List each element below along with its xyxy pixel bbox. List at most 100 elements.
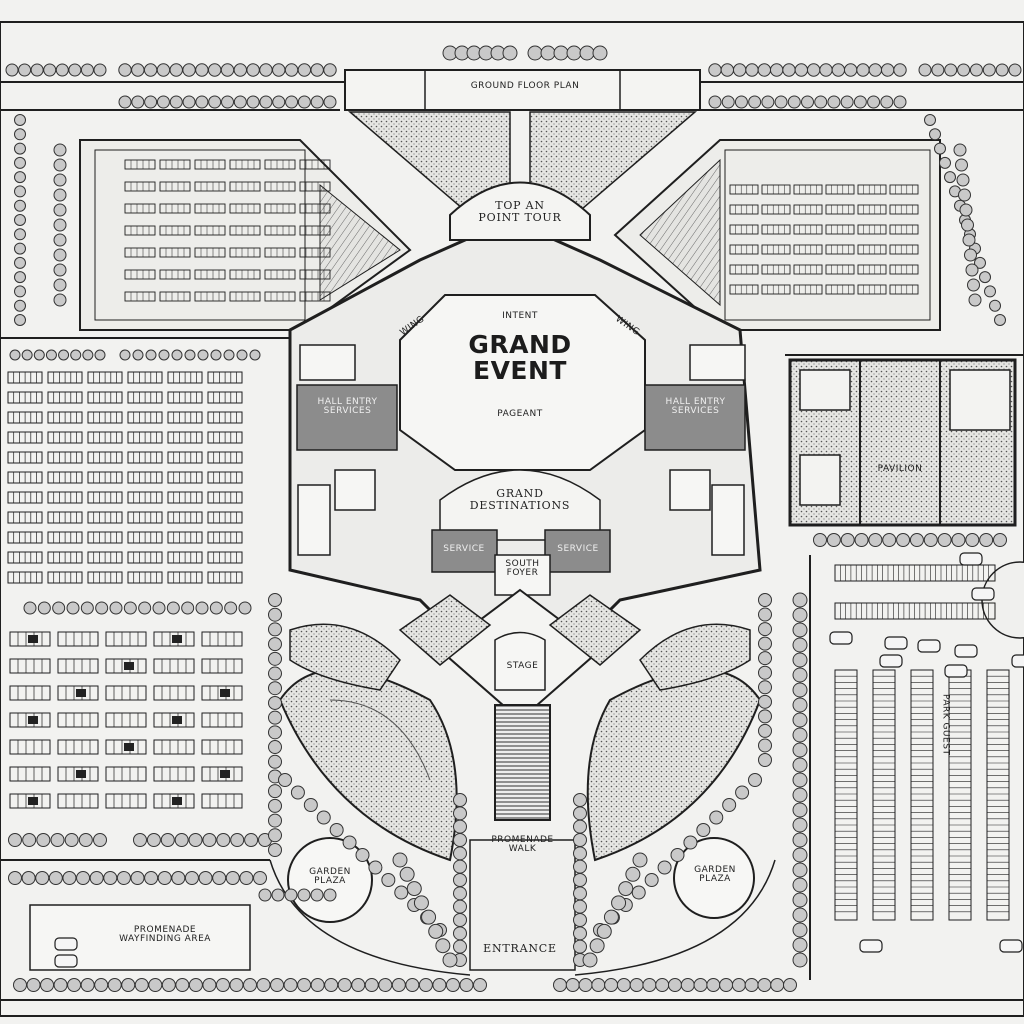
- seating-row: [299, 225, 331, 236]
- tree: [502, 45, 518, 61]
- tree: [792, 937, 808, 953]
- tree: [310, 978, 325, 992]
- tree: [709, 810, 724, 825]
- tree: [758, 723, 772, 738]
- tree: [76, 871, 91, 885]
- parking-stall-block: [201, 766, 243, 782]
- tree: [792, 952, 808, 968]
- parking-stall-block: [87, 531, 123, 544]
- tree: [758, 665, 772, 680]
- tree: [52, 601, 66, 615]
- tree: [37, 601, 51, 615]
- parking-stall-block: [7, 371, 43, 384]
- tree: [453, 913, 467, 927]
- tree: [195, 63, 209, 77]
- tree: [14, 142, 26, 155]
- tree: [994, 314, 1006, 326]
- seating-row: [793, 224, 823, 235]
- tree: [453, 806, 467, 821]
- tree: [284, 888, 298, 902]
- tree: [592, 45, 608, 61]
- tree: [573, 939, 587, 954]
- tree: [918, 63, 932, 77]
- tree: [618, 881, 634, 897]
- tree: [50, 833, 65, 847]
- tree: [840, 95, 854, 109]
- parking-stall-block: [87, 471, 123, 484]
- tree: [453, 859, 467, 874]
- parking-stall-block: [87, 431, 123, 444]
- tree: [748, 95, 762, 109]
- parking-stall-column: [872, 669, 896, 921]
- tree: [148, 978, 163, 992]
- tree: [171, 349, 183, 361]
- tree: [801, 95, 814, 109]
- parking-stall-block: [9, 685, 51, 701]
- tree: [244, 833, 259, 847]
- seating-row: [299, 181, 331, 192]
- tree: [224, 601, 238, 615]
- tree: [103, 871, 118, 885]
- parking-stall-block: [87, 551, 123, 564]
- parked-car: [1011, 654, 1024, 668]
- tree: [399, 866, 415, 882]
- tree: [955, 158, 968, 172]
- tree: [268, 813, 282, 828]
- parking-stall-block: [87, 411, 123, 424]
- tree: [268, 622, 282, 637]
- tree: [993, 533, 1007, 547]
- tree: [792, 772, 808, 788]
- seating-row: [729, 244, 759, 255]
- tree: [792, 757, 808, 773]
- tree: [14, 199, 26, 212]
- seating-row: [299, 269, 331, 280]
- tree: [258, 888, 272, 902]
- tree: [118, 63, 132, 77]
- tree: [166, 601, 180, 615]
- parking-stall-block: [167, 391, 203, 404]
- parking-stall-block: [105, 739, 147, 755]
- tree: [792, 622, 808, 638]
- tree: [290, 785, 305, 800]
- tree: [573, 806, 587, 821]
- tree: [22, 833, 37, 847]
- seating-row: [761, 244, 791, 255]
- tree: [246, 95, 260, 109]
- tree: [169, 95, 183, 109]
- parking-stall-block: [7, 451, 43, 464]
- tree: [329, 823, 344, 837]
- tree: [197, 349, 209, 361]
- tree: [984, 285, 996, 298]
- tree: [958, 188, 971, 202]
- tree: [381, 873, 396, 887]
- tree: [735, 785, 750, 800]
- tree: [758, 593, 772, 607]
- seating-row: [825, 264, 855, 275]
- parked-car: [859, 939, 883, 953]
- parking-stall-block: [127, 511, 163, 524]
- parking-stall-block: [9, 658, 51, 674]
- parking-stall-block: [127, 411, 163, 424]
- tree: [792, 922, 808, 938]
- tree: [297, 978, 312, 992]
- tree: [45, 349, 57, 361]
- seating-row: [729, 224, 759, 235]
- tree: [964, 248, 977, 262]
- parking-stall-block: [7, 411, 43, 424]
- parking-stall-block: [127, 451, 163, 464]
- tree: [303, 798, 318, 812]
- tree: [230, 833, 245, 847]
- tree: [53, 158, 67, 172]
- tree: [156, 95, 170, 109]
- parked-car: [124, 743, 134, 751]
- seating-row: [793, 244, 823, 255]
- tree: [283, 978, 298, 992]
- tree: [272, 95, 286, 109]
- tree: [974, 256, 986, 269]
- tree: [758, 680, 772, 695]
- tree: [896, 533, 911, 547]
- tree: [721, 95, 735, 109]
- northeast-seating-hall: [613, 139, 941, 331]
- west-lower-parking-lot: [9, 631, 243, 809]
- tree: [14, 242, 26, 255]
